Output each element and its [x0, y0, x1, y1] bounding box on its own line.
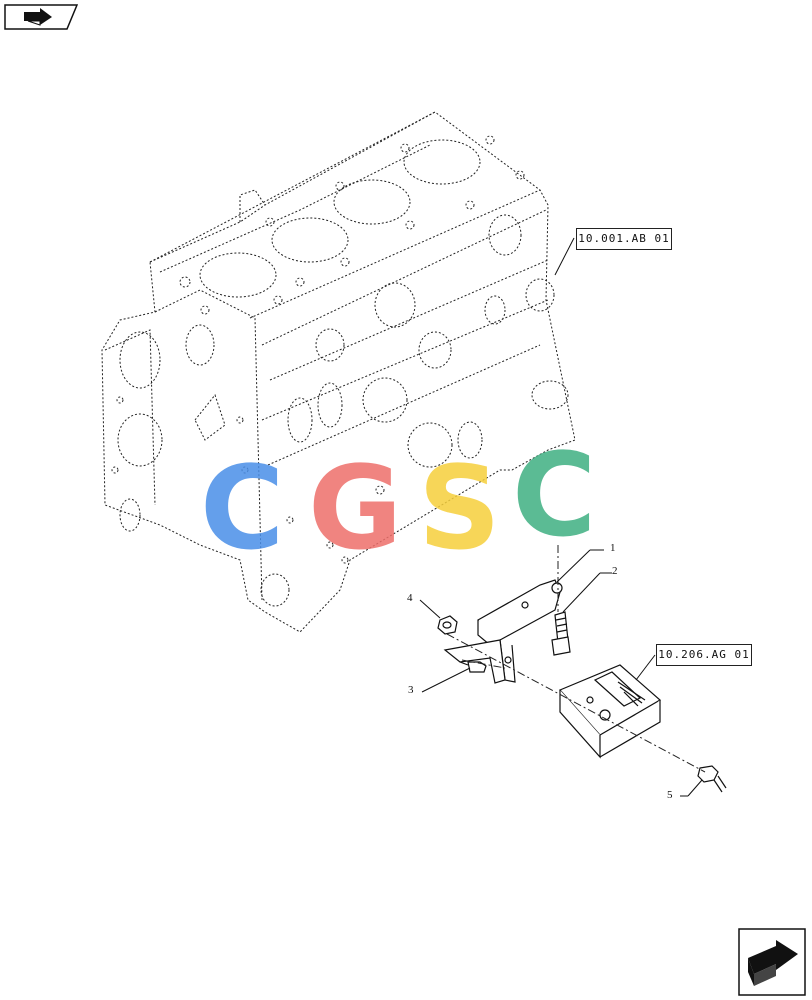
mount-plate-part	[558, 664, 662, 759]
previous-page-icon[interactable]	[4, 4, 79, 30]
bolt-part-3	[459, 661, 487, 673]
assembly-lines	[446, 545, 706, 773]
reference-engine-block[interactable]: 10.001.AB 01	[576, 228, 672, 250]
callout-4[interactable]: 4	[407, 592, 413, 604]
callout-3[interactable]: 3	[408, 684, 414, 696]
next-page-icon[interactable]	[738, 928, 806, 996]
screw-part-5	[697, 765, 727, 793]
nut-part-4	[437, 615, 458, 635]
callout-2[interactable]: 2	[612, 565, 618, 577]
callout-5[interactable]: 5	[667, 789, 673, 801]
watermark: C G S C	[200, 429, 596, 576]
leader-lines	[419, 237, 703, 797]
bolt-part-2	[551, 611, 571, 656]
reference-mount[interactable]: 10.206.AG 01	[656, 644, 752, 666]
watermark-letter-g: G	[308, 442, 402, 576]
watermark-letter-c2: C	[512, 429, 596, 563]
bracket-part	[443, 579, 563, 684]
watermark-letter-c1: C	[200, 442, 284, 576]
watermark-letter-s: S	[418, 442, 501, 576]
callout-1[interactable]: 1	[610, 542, 616, 554]
engine-block	[101, 111, 576, 633]
